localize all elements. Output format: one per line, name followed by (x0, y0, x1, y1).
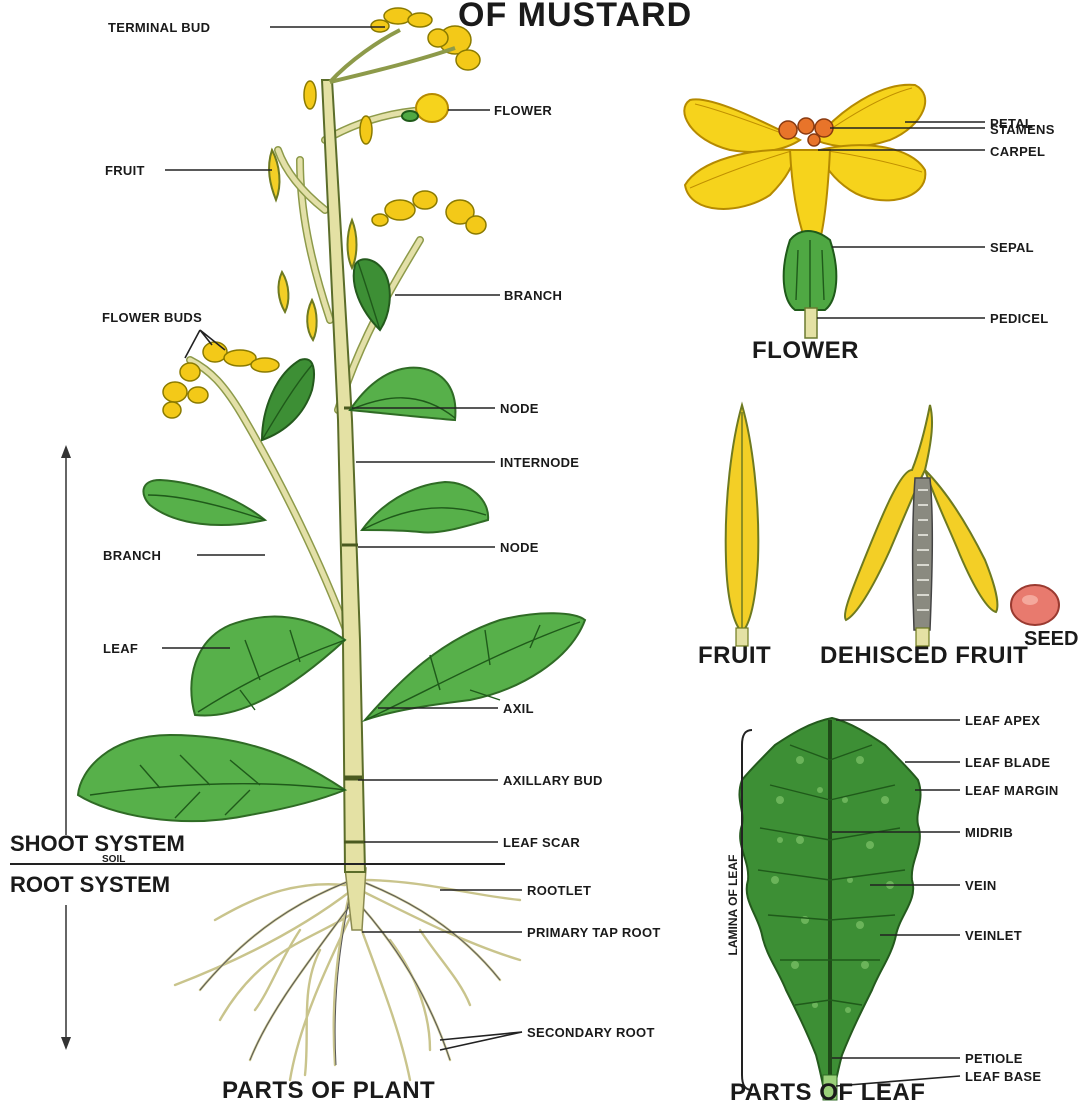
midrib-label: MIDRIB (965, 825, 1013, 840)
shoot-system-label: SHOOT SYSTEM (10, 831, 185, 856)
rootlet-label: ROOTLET (527, 883, 591, 898)
carpel-label: CARPEL (990, 144, 1045, 159)
petiole-label: PETIOLE (965, 1051, 1023, 1066)
node-lower-label: NODE (500, 540, 539, 555)
root-system-drawing (175, 868, 520, 1080)
root-system-label: ROOT SYSTEM (10, 872, 170, 897)
internode-label: INTERNODE (500, 455, 579, 470)
secondary-root-label: SECONDARY ROOT (527, 1025, 655, 1040)
primary-tap-root-label: PRIMARY TAP ROOT (527, 925, 661, 940)
veinlet-label: VEINLET (965, 928, 1022, 943)
pedicel-label: PEDICEL (990, 311, 1048, 326)
lamina-label: LAMINA OF LEAF (726, 855, 740, 956)
fruit-detail-caption: FRUIT (698, 642, 771, 669)
leaf-base-label: LEAF BASE (965, 1069, 1041, 1084)
leaf-blade-label: LEAF BLADE (965, 755, 1050, 770)
fruit-label: FRUIT (105, 163, 145, 178)
flower-detail-drawing (684, 85, 925, 338)
vein-label: VEIN (965, 878, 997, 893)
parts-of-leaf-caption: PARTS OF LEAF (730, 1079, 925, 1106)
fruit-detail-drawing (726, 405, 1059, 646)
branch-left-label: BRANCH (103, 548, 161, 563)
flower-buds-label: FLOWER BUDS (102, 310, 202, 325)
stamens-label: STAMENS (990, 122, 1055, 137)
terminal-bud-label: TERMINAL BUD (108, 20, 210, 35)
branch-upper-label: BRANCH (504, 288, 562, 303)
axil-label: AXIL (503, 701, 534, 716)
diagram-title: OF MUSTARD (458, 0, 692, 34)
leaf-margin-label: LEAF MARGIN (965, 783, 1059, 798)
fruit-labels: FRUIT DEHISCED FRUIT SEED (698, 628, 1078, 669)
seed-caption: SEED (1024, 628, 1078, 650)
leaf-scar-label: LEAF SCAR (503, 835, 580, 850)
plant-labels: TERMINAL BUD FLOWER FRUIT BRANCH FLOWER … (102, 20, 661, 1104)
flower-caption: FLOWER (752, 337, 859, 364)
soil-label: SOIL (102, 854, 125, 865)
sepal-label: SEPAL (990, 240, 1034, 255)
leaf-detail-drawing (739, 718, 920, 1100)
leaf-apex-label: LEAF APEX (965, 713, 1040, 728)
parts-of-plant-caption: PARTS OF PLANT (222, 1077, 435, 1104)
node-upper-label: NODE (500, 401, 539, 416)
leaf-label: LEAF (103, 641, 138, 656)
flower-label: FLOWER (494, 103, 552, 118)
dehisced-fruit-caption: DEHISCED FRUIT (820, 642, 1028, 669)
axillary-bud-label: AXILLARY BUD (503, 773, 603, 788)
